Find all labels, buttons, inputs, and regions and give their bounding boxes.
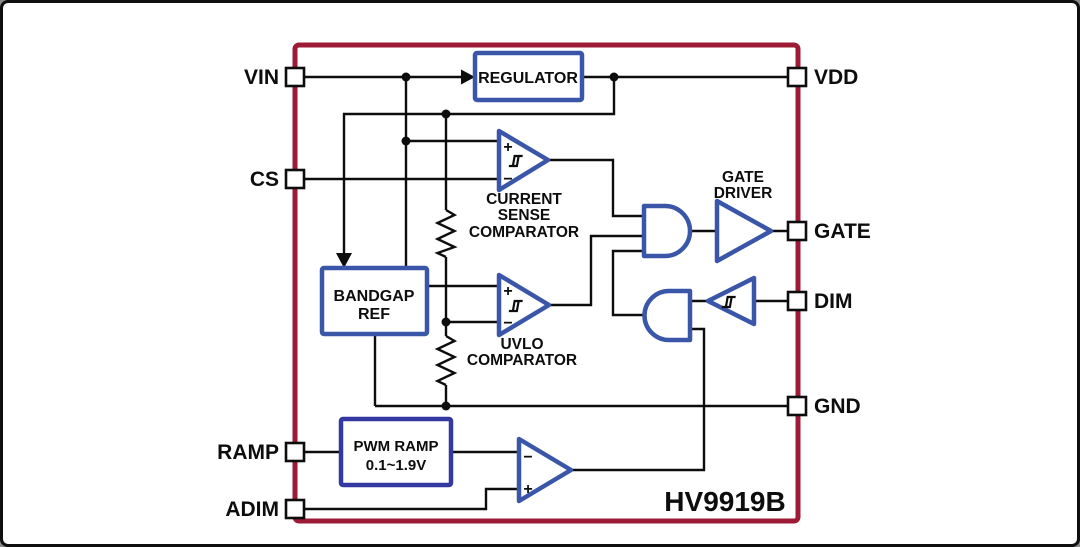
uvlo-label-1: UVLO [500,336,543,353]
wire-vdd-to-bandgap [342,77,616,253]
cs-label: CS [250,168,279,191]
pwm-comparator [516,436,574,504]
gate-driver-label-2: DRIVER [714,185,773,202]
hysteresis-icon [508,299,523,313]
pin-gate [786,220,808,242]
vin-label: VIN [244,66,279,89]
vdd-label: VDD [814,66,858,89]
junction-dot [441,109,451,119]
resistor-upper [434,208,458,259]
pin-adim [284,498,306,520]
and-gate-main [641,203,693,259]
pin-cs [284,168,306,190]
ramp-label: RAMP [217,441,279,464]
uvlo-minus-sign: − [503,315,512,332]
pwm-minus-sign: − [523,449,532,466]
wire-cscomp-to-and [547,158,644,218]
pin-vin [284,66,306,88]
gate-driver-label-1: GATE [722,169,764,186]
pin-vdd [786,66,808,88]
wire-and2-to-and1 [611,249,644,317]
dim-label: DIM [814,290,853,313]
pwm-ramp-box [338,416,454,488]
adim-label: ADIM [225,498,279,521]
wire-adim-to-pwmcomp [304,487,519,511]
junction-dot [401,72,411,82]
arrowhead-bandgap-input [336,253,352,268]
pin-ramp [284,441,306,463]
arrowhead-regulator-input [461,69,475,85]
cs-comp-plus-sign: + [503,139,512,156]
gate-driver-buffer [714,198,774,264]
junction-dot [441,401,451,411]
bandgap-label-1: BANDGAP [334,288,415,305]
pin-gnd [786,395,808,417]
hysteresis-icon [508,154,523,168]
and-gate-mirrored [642,288,693,343]
uvlo-comparator [496,272,552,338]
pwm-ramp-label-2: 0.1~1.9V [366,457,426,474]
wire-pwmcomp-to-and2 [569,327,706,472]
cs-comp-label-2: SENSE [498,207,551,224]
junction-dot [609,72,619,82]
pin-dim [786,290,808,312]
gate-label: GATE [814,220,871,243]
resistor-lower [434,334,458,387]
chip-boundary [292,42,801,524]
cs-comp-label-3: COMPARATOR [469,224,579,241]
part-number: HV9919B [664,486,785,517]
uvlo-label-2: COMPARATOR [467,352,577,369]
junction-dot [401,136,411,146]
schematic-canvas: VIN CS RAMP ADIM VDD GATE DIM GND REGULA… [217,42,871,524]
junction-dot [441,317,451,327]
uvlo-plus-sign: + [503,283,512,300]
hysteresis-icon [721,295,736,309]
regulator-label: REGULATOR [478,70,578,87]
cs-comp-label-1: CURRENT [486,191,562,208]
regulator-box [472,50,585,103]
pwm-ramp-label-1: PWM RAMP [354,438,439,455]
current-sense-comparator [496,128,551,193]
bandgap-ref-box [319,265,430,337]
cs-comp-minus-sign: − [503,171,512,188]
pwm-plus-sign: + [523,481,532,498]
gnd-label: GND [814,395,861,418]
bandgap-label-2: REF [358,306,390,323]
wire-uvlo-to-and [547,234,644,307]
